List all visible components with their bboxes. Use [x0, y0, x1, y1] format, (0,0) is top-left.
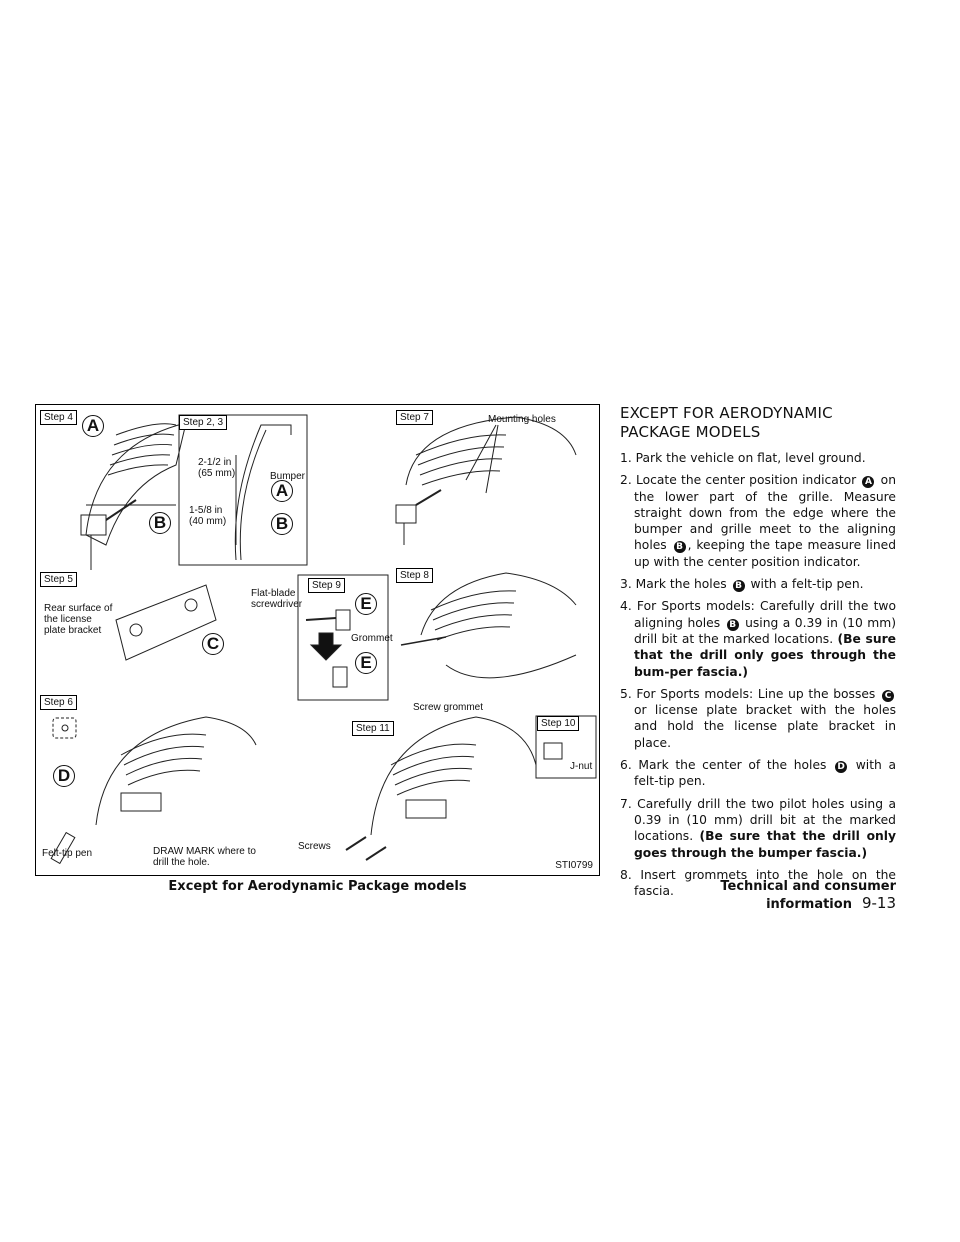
bumper-label: Bumper: [270, 471, 306, 482]
felt-tip-label: Felt-tip pen: [42, 848, 93, 859]
dimension-panel: [178, 414, 308, 566]
callout-a-step23: A: [271, 480, 293, 502]
ref-d-icon: D: [835, 761, 848, 774]
callout-b-step23: B: [271, 513, 293, 535]
drill-bit: [105, 499, 137, 521]
instructions-column: EXCEPT FOR AERODYNAMIC PACKAGE MODELS 1.…: [620, 404, 896, 905]
grille-lines: [107, 423, 177, 476]
step6-tag: Step 6: [40, 695, 77, 710]
license-bracket: [115, 584, 217, 661]
jnut-label: J-nut: [570, 761, 593, 772]
dim-label-1: 2-1/2 in (65 mm): [198, 457, 236, 479]
section-title: EXCEPT FOR AERODYNAMIC PACKAGE MODELS: [620, 404, 833, 441]
step5-tag: Step 5: [40, 572, 77, 587]
ref-c-icon: C: [882, 689, 894, 702]
draw-mark-label: DRAW MARK where to drill the hole.: [153, 846, 256, 868]
rear-surface-label: Rear surface of the license plate bracke…: [44, 603, 113, 636]
ref-a-icon: A: [862, 476, 875, 489]
screws-label: Screws: [298, 841, 331, 852]
page-number: 9-13: [861, 894, 896, 912]
ref-b-icon: B: [673, 541, 686, 554]
grommet-label: Grommet: [351, 633, 393, 644]
ref-b-icon: B: [726, 618, 739, 631]
ref-b-icon: B: [732, 580, 745, 593]
figure-drawing: [50, 414, 597, 865]
callout-e-top: E: [355, 593, 377, 615]
arrow-down: [309, 632, 343, 661]
step11-tag: Step 11: [352, 721, 394, 736]
car7-shape: [405, 416, 577, 486]
flat-blade-label: Flat-blade screwdriver: [251, 588, 303, 610]
callout-d: D: [53, 765, 75, 787]
step9-panel: [297, 574, 389, 701]
step7-tag: Step 7: [396, 410, 433, 425]
callout-e-bottom: E: [355, 652, 377, 674]
step-item-5: 5. For Sports models: Line up the bosses…: [620, 686, 896, 750]
step-item-4: 4. For Sports models: Carefully drill th…: [620, 599, 896, 679]
screw-grommet-label: Screw grommet: [413, 702, 484, 713]
bumper-section: [234, 424, 292, 561]
drill-body: [80, 514, 107, 536]
step-item-2: 2. Locate the center position indicator …: [620, 473, 897, 569]
step-item-1: 1. Park the vehicle on flat, level groun…: [620, 451, 866, 465]
step-item-3: 3. Mark the holes B with a felt-tip pen.: [620, 577, 864, 593]
step4-tag: Step 4: [40, 410, 77, 425]
step-item-6: 6. Mark the center of the holes D with a…: [620, 758, 896, 789]
step8-tag: Step 8: [396, 568, 433, 583]
callout-b-step4: B: [149, 512, 171, 534]
figure-code: STI0799: [555, 860, 593, 871]
step23-tag: Step 2, 3: [179, 415, 228, 430]
step9-tag: Step 9: [308, 578, 345, 593]
step-item-8: 8. Insert grommets into the hole on the …: [620, 867, 896, 899]
car-body-shape: [85, 422, 187, 546]
step-item-7: 7. Carefully drill the two pilot holes u…: [620, 796, 897, 860]
step10-tag: Step 10: [537, 716, 580, 731]
callout-c: C: [202, 633, 224, 655]
installation-figure: Step 4 Step 2, 3 Step 7 Step 5 Step 9 St…: [35, 404, 600, 876]
mounting-holes-label: Mounting holes: [488, 414, 556, 425]
dim-label-2: 1-5/8 in (40 mm): [189, 505, 227, 527]
callout-a-step4: A: [82, 415, 104, 437]
figure-caption: Except for Aerodynamic Package models: [168, 879, 467, 894]
footer-section: Technical and consumer information: [720, 879, 896, 912]
